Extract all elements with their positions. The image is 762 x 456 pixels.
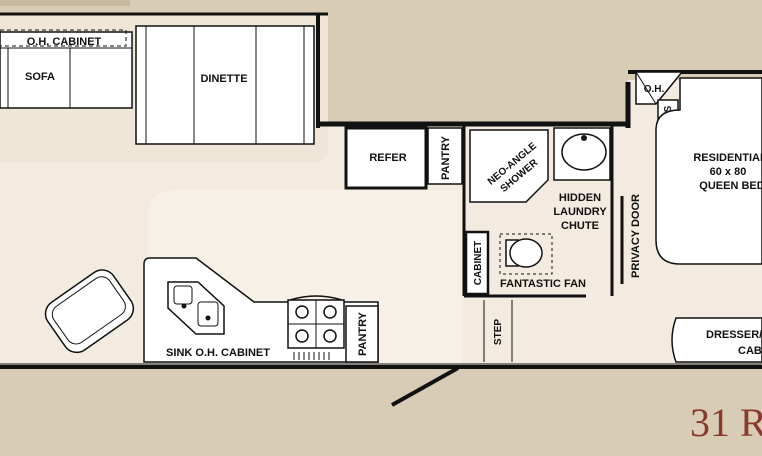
dresser-label-line1: DRESSER/ xyxy=(706,329,762,341)
toilet xyxy=(499,233,553,275)
sofa-label: SOFA xyxy=(25,71,55,83)
pantry-bottom-label: PANTRY xyxy=(357,311,369,356)
top-edge-band xyxy=(0,0,130,6)
bathroom-sink xyxy=(553,127,611,181)
dinette-label: DINETTE xyxy=(200,73,247,85)
entry-door xyxy=(391,366,459,407)
dinette: DINETTE xyxy=(135,25,315,145)
bathroom-cabinet: CABINET xyxy=(464,230,490,296)
pantry-top: PANTRY xyxy=(427,127,463,185)
pantry-bottom: PANTRY xyxy=(345,305,379,363)
laundry-label-line2: LAUNDRY xyxy=(553,206,607,218)
sofa: O.H. CABINET SOFA xyxy=(0,29,133,109)
sink-oh-cabinet-label: SINK O.H. CABINET xyxy=(166,347,270,359)
refrigerator: REFER xyxy=(344,126,428,190)
bathroom-walls xyxy=(462,126,614,298)
dresser: DRESSER/ CABI xyxy=(671,317,762,363)
overhead-cabinet-bedroom: O.H. xyxy=(635,71,684,105)
pantry-top-label: PANTRY xyxy=(440,135,452,180)
dresser-label-line2: CABI xyxy=(738,345,762,357)
cabinet-label: CABINET xyxy=(473,241,484,285)
stove-range xyxy=(287,295,345,360)
bed-label-line1: RESIDENTIAL xyxy=(693,152,762,164)
fantastic-fan-label: FANTASTIC FAN xyxy=(500,278,586,290)
oh-cabinet-top-label: O.H. CABINET xyxy=(27,36,102,48)
laundry-label-line1: HIDDEN xyxy=(559,192,601,204)
queen-bed: RESIDENTIAL 60 x 80 QUEEN BED xyxy=(655,77,762,265)
recliner-chair xyxy=(44,269,135,354)
oh-bedroom-label: O.H. xyxy=(644,84,665,95)
model-number: 31 R xyxy=(690,400,762,445)
bed-label-line3: QUEEN BED xyxy=(699,180,762,192)
bed-label-line2: 60 x 80 xyxy=(710,166,747,178)
double-sink xyxy=(167,281,225,335)
privacy-door-label: PRIVACY DOOR xyxy=(630,194,642,278)
refer-label: REFER xyxy=(369,152,406,164)
entry-step: STEP xyxy=(483,300,513,362)
neo-angle-shower: NEO-ANGLE SHOWER xyxy=(469,129,549,203)
walls xyxy=(0,12,762,369)
laundry-label-line3: CHUTE xyxy=(561,220,599,232)
step-label: STEP xyxy=(493,319,504,345)
